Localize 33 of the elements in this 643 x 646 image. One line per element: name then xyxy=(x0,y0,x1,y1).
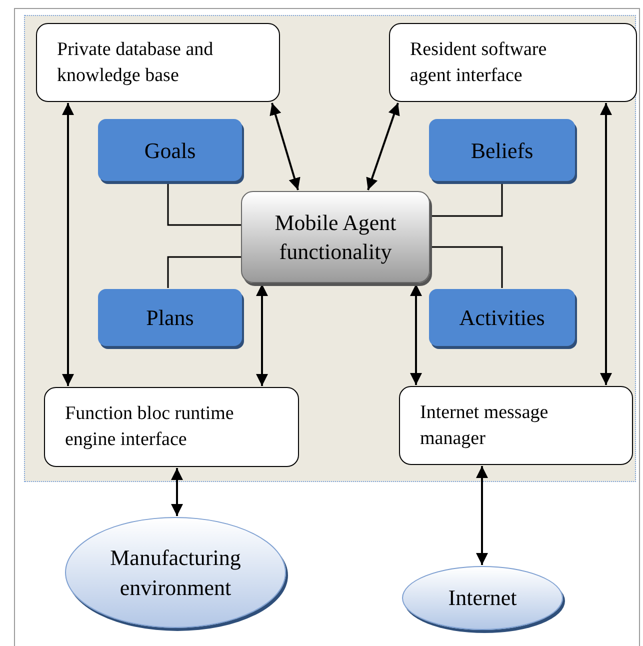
connector-line xyxy=(430,182,503,217)
arrow xyxy=(62,103,74,386)
arrow xyxy=(410,284,422,385)
arrow xyxy=(171,468,183,516)
node-label: Function bloc runtime engine interface xyxy=(65,402,235,452)
arrow xyxy=(600,103,612,385)
component-box xyxy=(36,23,280,102)
attribute-box xyxy=(98,119,242,181)
arrow xyxy=(270,102,300,190)
node-label: Goals xyxy=(144,136,196,164)
attribute-box xyxy=(429,119,575,181)
connector-line xyxy=(167,182,241,226)
node-label: Manufacturing environment xyxy=(109,544,242,602)
node-label: Beliefs xyxy=(470,136,534,164)
component-box xyxy=(44,387,299,467)
component-box xyxy=(399,386,633,465)
attribute-box xyxy=(429,289,575,346)
node-label: Internet xyxy=(448,584,517,612)
node-label: Plans xyxy=(146,304,194,332)
node-label: Internet message manager xyxy=(420,400,550,450)
arrow xyxy=(256,284,268,386)
node-label: Activities xyxy=(459,304,545,332)
connector-line xyxy=(430,246,503,288)
agent-region xyxy=(24,15,636,482)
component-box xyxy=(389,23,637,102)
node-label: Private database and knowledge base xyxy=(57,38,214,88)
node-label: Resident software agent interface xyxy=(410,38,548,88)
arrow xyxy=(476,466,488,565)
node-label: Mobile Agent functionality xyxy=(274,209,398,266)
arrow xyxy=(366,102,400,190)
connector-line xyxy=(167,256,241,288)
attribute-box xyxy=(98,289,242,346)
core-box xyxy=(241,191,430,283)
